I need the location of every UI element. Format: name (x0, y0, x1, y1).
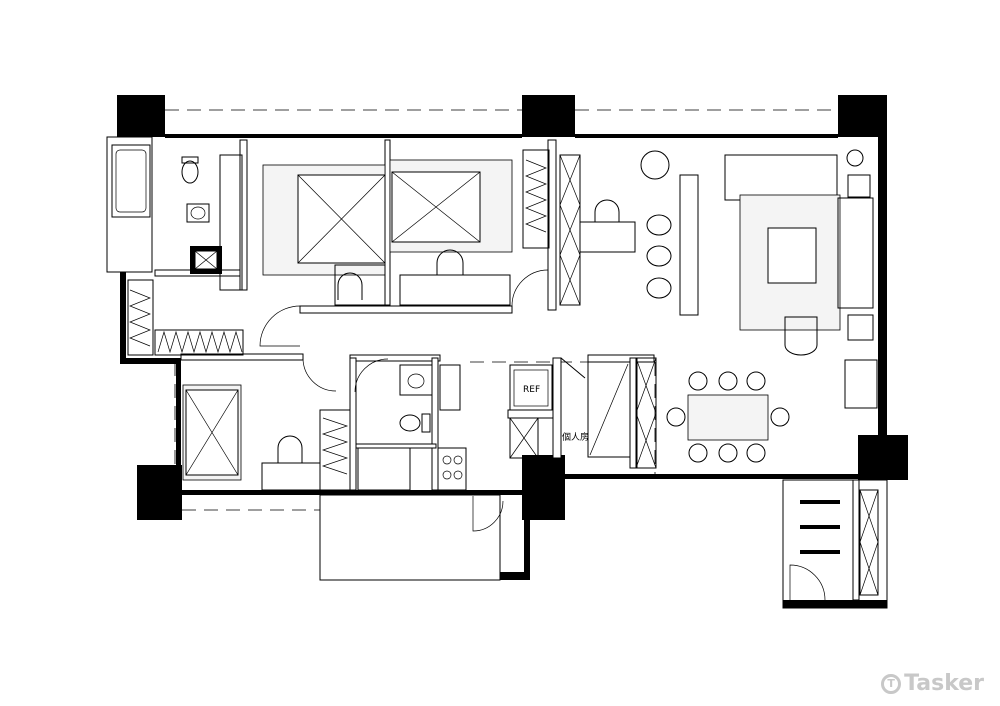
master-bathroom (111, 144, 243, 291)
balcony-steps (800, 500, 840, 554)
door-swings (259, 269, 826, 601)
living-room-furniture (579, 149, 878, 463)
common-bathroom: REF 個人房 (357, 361, 631, 491)
wardrobes (127, 149, 879, 596)
fridge-label: REF (523, 385, 540, 395)
watermark: T Tasker (881, 671, 984, 696)
bedroom-beds (182, 159, 513, 491)
exterior-walls (106, 134, 888, 609)
private-room-label: 個人房 (562, 431, 589, 443)
tasker-logo-icon: T (881, 673, 902, 694)
watermark-text: Tasker (904, 671, 984, 696)
